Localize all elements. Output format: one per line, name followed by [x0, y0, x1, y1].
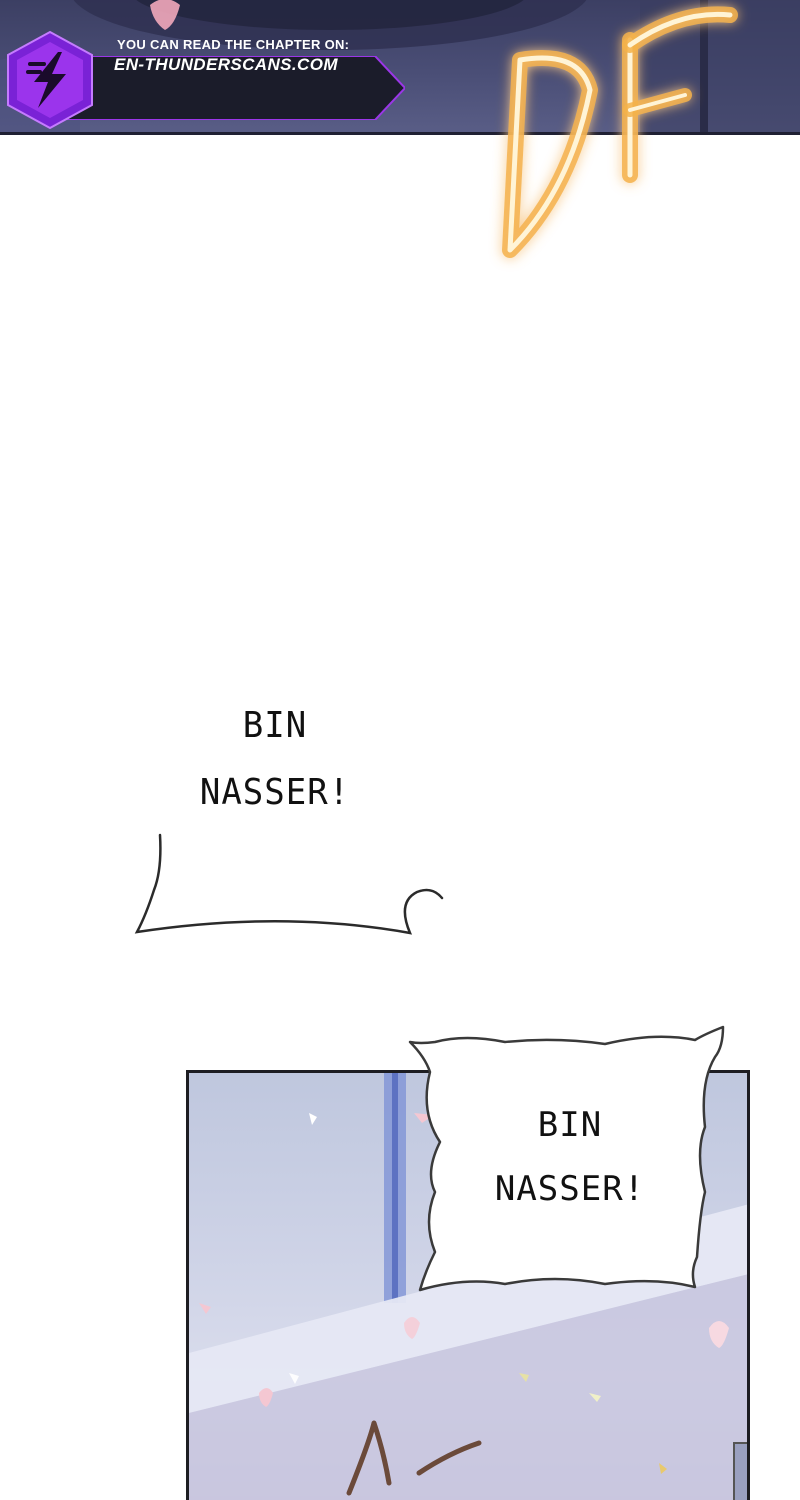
watermark-line2: EN-THUNDERSCANS.COM [114, 55, 338, 74]
watermark-plate [60, 56, 405, 120]
speech-bubble-2 [408, 1025, 725, 1292]
speech-line: BIN [242, 704, 308, 747]
watermark-banner [0, 30, 420, 130]
speech-line: NASSER! [199, 771, 351, 814]
lightning-hexagon-icon [7, 30, 93, 130]
speech-line: NASSER! [494, 1169, 646, 1209]
watermark-line1: YOU CAN READ THE CHAPTER ON: [117, 37, 350, 52]
speech-bubble-1 [134, 648, 444, 935]
gold-glow-lettering [502, 6, 738, 258]
speech-bubble-2-text: BIN NASSER! [460, 1093, 680, 1221]
speech-bubble-1-text: BIN NASSER! [160, 692, 390, 826]
speech-line: BIN [537, 1105, 603, 1145]
